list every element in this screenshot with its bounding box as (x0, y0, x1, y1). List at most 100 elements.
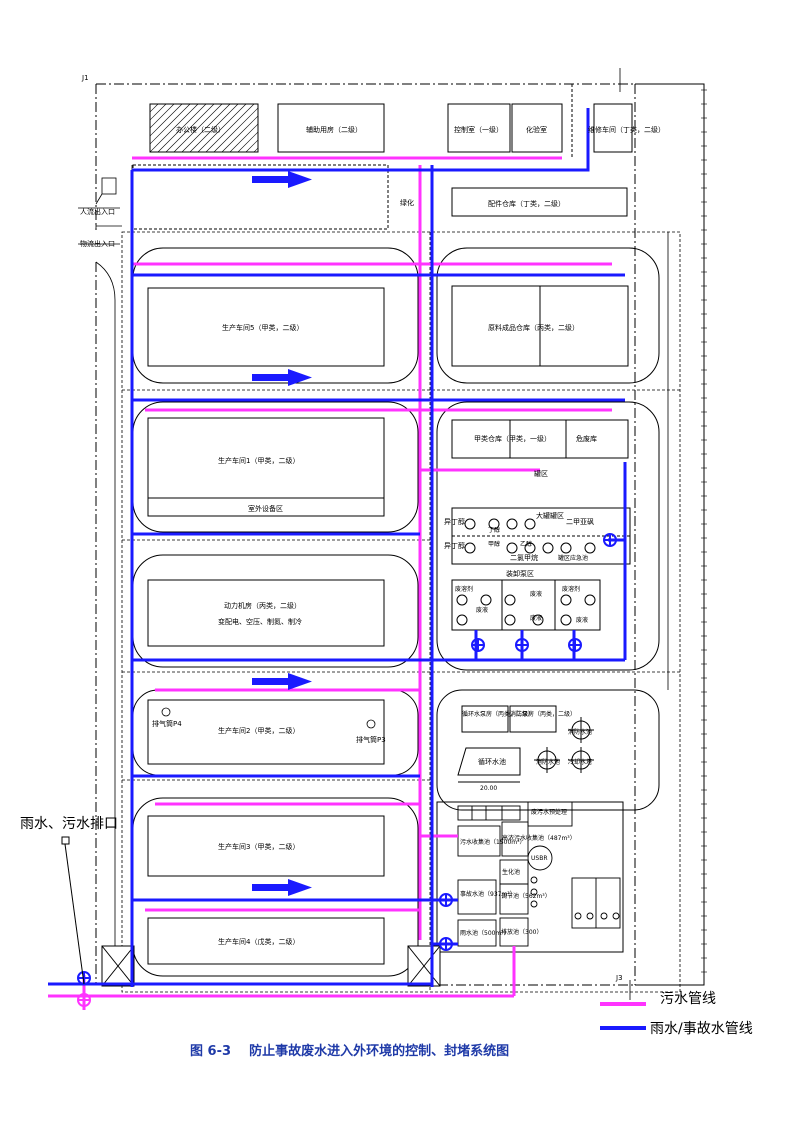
lab-building (511, 103, 563, 153)
small-tank-4: 废溶剂 (562, 585, 580, 593)
site-fence-ticks (701, 89, 707, 973)
top-buildings (132, 84, 633, 230)
lab-label: 化验室 (526, 125, 547, 134)
pump-area-label: 装卸泵区 (506, 569, 534, 578)
legend-sewage-label: 污水管线 (660, 991, 716, 1007)
sewage-pretreatment (527, 801, 573, 827)
figure-caption: 图 6-3 防止事故废水进入外环境的控制、封堵系统图 (190, 1043, 509, 1059)
parts-warehouse-label: 配件仓库（丁类，二级） (488, 199, 565, 208)
block-power (132, 554, 419, 668)
fire-pump-label: 消防泵房（丙类，二级） (510, 710, 576, 718)
entrance-gate (95, 177, 117, 205)
entrance-people-label: 人流出入口 (80, 207, 115, 216)
cutoff-gates (101, 945, 441, 987)
tank-dmso: 二甲亚砜 (566, 518, 594, 526)
raw-warehouse-label: 原料成品仓库（丙类，二级） (488, 323, 579, 332)
power-house-sub-label: 变配电、空压、制氮、制冷 (218, 617, 302, 626)
workshop4 (147, 917, 385, 965)
grid-j1: J1 (81, 74, 89, 82)
high-concentration-pool (501, 821, 529, 857)
block-raw-warehouse (436, 247, 660, 384)
small-tank-3: 废液 (530, 590, 542, 598)
circulating-pool-label: 循环水池 (478, 757, 506, 766)
cooling-towers (534, 717, 594, 773)
usbr-label: USBR (531, 855, 548, 862)
rain-pool (457, 919, 497, 947)
regulating-pool-label: 调节池（562m³） (501, 892, 551, 900)
outdoor-equipment-label: 室外设备区 (248, 504, 283, 513)
fire-pool-1-label: 消防水池 (568, 728, 592, 736)
tank-methanol: 甲醇 (488, 540, 500, 548)
sewage-pipelines (48, 156, 612, 1010)
workshop2 (147, 699, 385, 765)
high-conc-label: 高浓污水收集池（487m³） (502, 834, 576, 842)
workshop3 (147, 815, 385, 877)
road-network (95, 165, 681, 993)
tank-ethanol: 乙醇 (520, 540, 532, 548)
valve-icon (568, 638, 582, 652)
tank-isobutanol-1: 异丁醇 (444, 517, 465, 526)
regulating-pool (499, 883, 529, 915)
discharge-pool-label: 排放池（300） (501, 928, 542, 936)
wastewater-collection-pool (457, 825, 501, 857)
plan-labels: J1 J3 人流出入口 物流出入口 办公楼（二级） 辅助用房（二级） 控制室（一… (80, 74, 665, 982)
repair-shop (593, 103, 633, 153)
valve-icon (439, 937, 453, 951)
grid-j3: J3 (615, 974, 623, 982)
small-tank-6: 废液 (576, 616, 588, 624)
parts-warehouse (451, 187, 628, 217)
tank-farm-title: 大罐罐区 (536, 511, 564, 520)
valve-icon (439, 893, 453, 907)
valve-icon (515, 638, 529, 652)
exhaust-stacks (161, 707, 376, 729)
exhaust-p3-label: 排气筒P3 (356, 735, 386, 744)
auxiliary-building (277, 103, 385, 153)
fire-pump-room (509, 705, 557, 733)
tank-isobutanol-2: 异丁醇 (444, 541, 465, 550)
sewage-pretreat-label: 废污水预处理 (531, 808, 567, 816)
class-a-warehouse (451, 419, 629, 459)
block-utilities (436, 689, 660, 811)
tank-zone-note: 罐区应急池 (558, 554, 588, 562)
block-workshop5 (132, 247, 419, 384)
valve-icon (77, 993, 91, 1007)
block-tank-yard (436, 401, 660, 671)
control-room (447, 103, 511, 153)
exhaust-p3-icon (366, 719, 376, 729)
class-a-warehouse-label: 甲类仓库（甲类，一级） (474, 434, 551, 443)
entrance-goods-label: 物流出入口 (80, 239, 115, 248)
accident-pool-label: 事故水池（937m³） (460, 890, 516, 898)
tank-butanol: 丁醇 (488, 526, 500, 534)
repair-shop-label: 维修车间（丁类，二级） (588, 125, 665, 134)
flow-arrows (252, 171, 312, 896)
auxiliary-label: 辅助用房（二级） (306, 125, 362, 134)
circulating-pool (457, 747, 521, 776)
exhaust-p4-label: 排气筒P4 (152, 719, 182, 728)
circulating-pump-label: 循环水泵房（丙类，二级） (462, 710, 534, 718)
workshop3-label: 生产车间3（甲类，二级） (218, 842, 299, 851)
hazardous-waste-label: 危废库 (576, 434, 597, 443)
legend-rain-label: 雨水/事故水管线 (650, 1021, 753, 1037)
valve-icon (603, 533, 617, 547)
cooling-tower-1-label: 冷却水塔 (568, 758, 592, 766)
valves (77, 533, 617, 1007)
control-room-label: 控制室（一级） (454, 125, 503, 134)
valve-icon (471, 638, 485, 652)
legend: 污水管线 雨水/事故水管线 (600, 991, 753, 1037)
tank-dichloromethane: 二氯甲烷 (510, 553, 538, 562)
small-tank-1: 废溶剂 (455, 585, 473, 593)
small-tank-2: 废液 (476, 606, 488, 614)
fire-pool-2-label: 消防水池 (536, 758, 560, 766)
small-tank-5: 废液 (530, 614, 542, 622)
outfall-marker (61, 836, 85, 985)
site-boundary (78, 68, 705, 1000)
tank-farm (451, 507, 631, 631)
office-label: 办公楼（二级） (176, 125, 225, 134)
circulating-pump-room (461, 705, 509, 733)
building-blocks (132, 247, 660, 977)
workshop2-label: 生产车间2（甲类，二级） (218, 726, 299, 735)
exhaust-p4-icon (161, 707, 171, 717)
accident-pool (457, 879, 497, 915)
sewage-plant-detail (457, 801, 621, 947)
